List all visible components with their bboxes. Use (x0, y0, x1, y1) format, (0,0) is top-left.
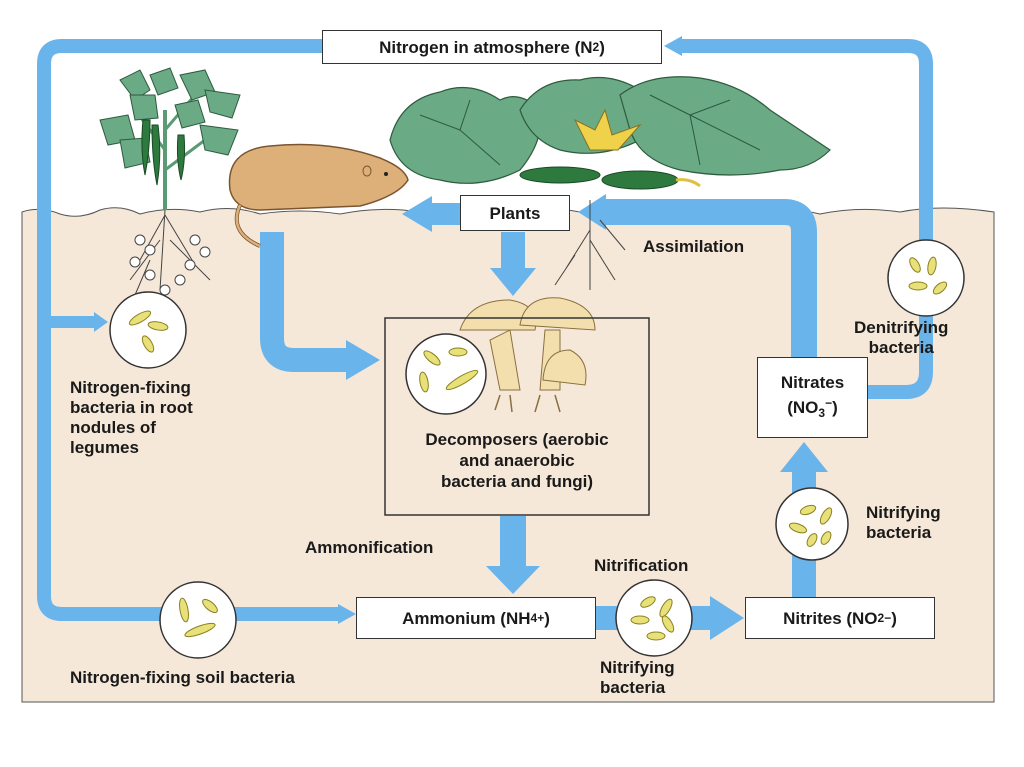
denitrifying-line1: Denitrifying (854, 318, 949, 337)
bacteria-circles (109, 239, 965, 659)
nitrates-formula: (NO (787, 397, 819, 417)
arrowhead-to-ammonium (486, 566, 540, 594)
root-bacteria-line1: Nitrogen-fixing (70, 378, 191, 397)
ammonium-label: Ammonium (NH (402, 608, 531, 628)
nitrates-subscript: 3 (818, 405, 826, 420)
nitrites-subscript: 2 (877, 610, 885, 625)
atmosphere-close: ) (599, 37, 605, 57)
arrow-animal-to-decomposers (260, 232, 350, 372)
atmosphere-subscript: 2 (592, 39, 600, 54)
arrowhead-root-bacteria (94, 312, 108, 332)
squash-plant-icon (389, 76, 831, 290)
denitrifying-bacteria-icon (887, 239, 965, 317)
arrow-assimilation (604, 199, 817, 364)
nitrates-line2: (NO3−) (787, 393, 838, 424)
arrowheads (94, 36, 828, 640)
arrowhead-assimilation (578, 194, 606, 230)
nitrites-superscript: − (884, 610, 892, 625)
nitrites-label: Nitrites (NO (783, 608, 878, 628)
denitrifying-label: Denitrifying bacteria (854, 318, 948, 358)
arrowhead-to-nitrites (710, 596, 744, 640)
arrowhead-to-animal (402, 196, 432, 232)
nitrates-close: ) (832, 397, 838, 417)
arrowhead-to-decomposers-down (490, 268, 536, 296)
ammonium-superscript: + (537, 610, 545, 625)
denitrifying-line2: bacteria (868, 338, 934, 357)
soil-bacteria-icon (159, 581, 237, 659)
atmosphere-label: Nitrogen in atmosphere (N (379, 37, 593, 57)
arrow-denitrify-to-atmosphere (680, 39, 933, 399)
plants-label: Plants (489, 203, 541, 223)
nitrifying-right-label: Nitrifying bacteria (866, 503, 941, 543)
nitrates-line1: Nitrates (780, 372, 845, 392)
nitrifying-bacteria-right-icon (775, 487, 849, 561)
nitrifying-bacteria-bottom-icon (615, 579, 693, 657)
decomposers-node: Decomposers (aerobic and anaerobic bacte… (385, 420, 649, 500)
nitrifying-bottom-line2: bacteria (600, 678, 666, 697)
nitrates-node: Nitrates (NO3−) (757, 357, 868, 438)
decomposers-box-frame (384, 317, 650, 516)
root-bacteria-label: Nitrogen-fixing bacteria in root nodules… (70, 378, 193, 458)
root-bacteria-line2: bacteria in root (70, 398, 193, 417)
ammonium-subscript: 4 (530, 610, 538, 625)
decomposer-bacteria-icon (405, 333, 487, 415)
nitrites-close: ) (891, 608, 897, 628)
nitrifying-right-line1: Nitrifying (866, 503, 941, 522)
mushrooms-icon (459, 297, 596, 413)
nitrates-superscript: − (825, 395, 833, 410)
arrow-atmosphere-left-loop (37, 39, 340, 621)
arrowhead-to-decomposers (346, 340, 380, 380)
ammonium-close: ) (544, 608, 550, 628)
pepper-plant-icon (99, 67, 241, 296)
nitrifying-bottom-label: Nitrifying bacteria (600, 658, 675, 698)
soil-bacteria-label: Nitrogen-fixing soil bacteria (70, 668, 295, 687)
assimilation-label: Assimilation (643, 237, 745, 256)
nitrifying-right-line2: bacteria (866, 523, 932, 542)
nitrifying-bottom-line1: Nitrifying (600, 658, 675, 677)
decomposers-line3: bacteria and fungi) (440, 471, 594, 491)
plants-node: Plants (460, 195, 570, 231)
root-nodule-bacteria-icon (109, 291, 187, 369)
arrowhead-to-atmosphere (664, 36, 682, 56)
arrowhead-to-nitrates (780, 442, 828, 472)
nitrification-label: Nitrification (594, 556, 689, 575)
root-bacteria-line3: nodules of (70, 418, 156, 437)
rodent-icon (228, 143, 409, 248)
arrowhead-soil-to-ammonium (338, 604, 356, 624)
ammonification-label: Ammonification (305, 538, 434, 557)
root-bacteria-line4: legumes (70, 438, 139, 457)
decomposers-line2: and anaerobic (459, 450, 575, 470)
decomposers-line1: Decomposers (aerobic (425, 429, 609, 449)
